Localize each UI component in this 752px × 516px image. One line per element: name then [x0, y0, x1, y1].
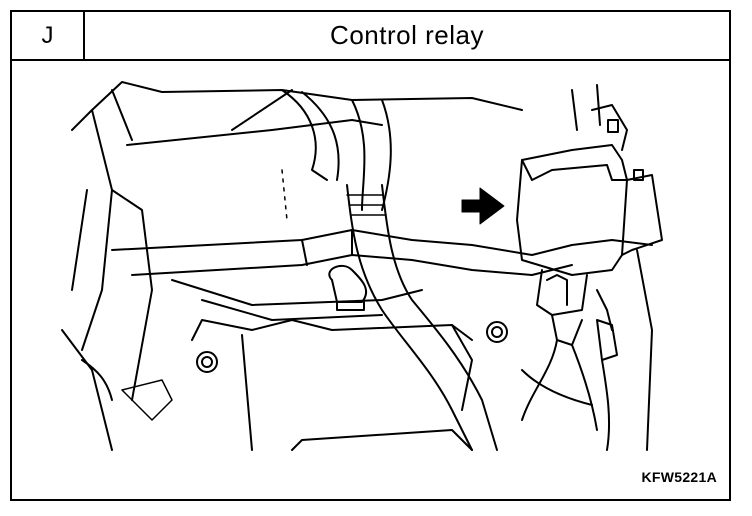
- figure-code: KFW5221A: [641, 469, 717, 485]
- engine-bay-illustration: [61, 81, 663, 451]
- figure-header: J Control relay: [12, 12, 729, 61]
- figure-title: Control relay: [330, 20, 484, 50]
- right-arrow-icon: [461, 187, 505, 225]
- section-letter: J: [12, 12, 85, 59]
- figure-frame: J Control relay: [10, 10, 731, 501]
